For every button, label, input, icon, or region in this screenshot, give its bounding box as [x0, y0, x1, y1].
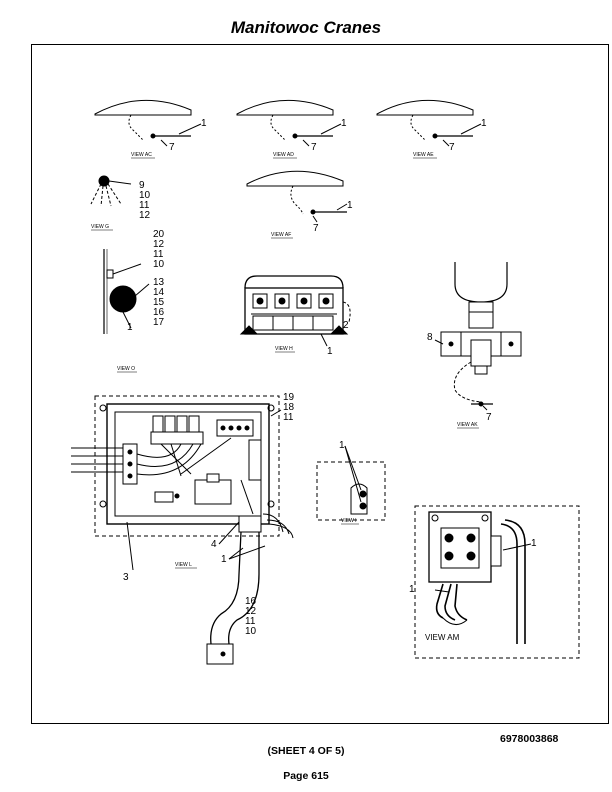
view-ae-label: VIEW AE	[413, 152, 434, 158]
callout-1: 1	[481, 118, 487, 129]
view-ak: 8 7 VIEW AK	[427, 262, 522, 429]
view-i-label: VIEW I	[341, 518, 357, 524]
view-o-label: VIEW O	[117, 366, 135, 372]
callout-1: 1	[327, 346, 333, 357]
view-h: 2 1 VIEW H	[239, 275, 351, 357]
callout-13: 13	[153, 277, 165, 288]
view-o: 20 12 11 10 13 14 15 16 17 1 VIEW O	[103, 229, 165, 373]
lamp-view-ad: 1 7 VIEW AD	[236, 99, 347, 159]
callout-11: 11	[139, 200, 150, 211]
callout-1: 1	[127, 322, 133, 333]
callout-11: 11	[245, 616, 256, 627]
sheet-indicator: (SHEET 4 OF 5)	[267, 745, 345, 757]
callout-11: 11	[283, 412, 294, 423]
callout-1: 1	[531, 538, 537, 549]
view-am-label: VIEW AM	[425, 633, 460, 642]
callout-9: 9	[139, 180, 145, 191]
callout-14: 14	[153, 287, 165, 298]
callout-10: 10	[245, 626, 257, 637]
wiring-diagram: 1 7 VIEW AC 1 7 VIEW AD 1 7 VIEW AE	[71, 99, 580, 665]
page-number: Page 615	[283, 770, 329, 782]
callout-15: 15	[153, 297, 165, 308]
view-am: 1 1 VIEW AM	[409, 505, 580, 659]
callout-16: 16	[245, 596, 257, 607]
callout-1: 1	[339, 440, 345, 451]
view-l-label: VIEW L	[175, 562, 192, 568]
callout-1: 1	[347, 200, 353, 211]
view-ak-label: VIEW AK	[457, 422, 478, 428]
callout-7: 7	[311, 142, 317, 153]
view-l: 19 18 11 4 1 3 VIEW L 16 12 11 10	[71, 392, 295, 665]
page-header-title: Manitowoc Cranes	[230, 18, 382, 37]
callout-2: 2	[343, 320, 349, 331]
lamp-view-ac: 1 7 VIEW AC	[94, 99, 207, 159]
callout-7: 7	[169, 142, 175, 153]
callout-3: 3	[123, 572, 129, 583]
callout-1: 1	[409, 584, 415, 595]
callout-16: 16	[153, 307, 165, 318]
callout-7: 7	[486, 412, 492, 423]
view-i: 1 VIEW I	[316, 440, 386, 525]
callout-1: 1	[201, 118, 207, 129]
callout-1: 1	[221, 554, 227, 565]
drawing-frame	[31, 44, 609, 724]
part-number: 6978003868	[500, 733, 559, 745]
callout-7: 7	[313, 223, 319, 234]
view-g: 9 10 11 12 VIEW G	[90, 175, 151, 231]
view-af-label: VIEW AF	[271, 232, 291, 238]
callout-10: 10	[153, 259, 165, 270]
view-ac-label: VIEW AC	[131, 152, 152, 158]
view-h-label: VIEW H	[275, 346, 293, 352]
callout-19: 19	[283, 392, 295, 403]
lamp-view-ae: 1 7 VIEW AE	[376, 99, 487, 159]
callout-18: 18	[283, 402, 295, 413]
lamp-view-af: 1 7 VIEW AF	[246, 170, 353, 239]
callout-7: 7	[449, 142, 455, 153]
callout-1: 1	[341, 118, 347, 129]
callout-17: 17	[153, 317, 165, 328]
callout-12: 12	[153, 239, 165, 250]
callout-20: 20	[153, 229, 165, 240]
view-g-label: VIEW G	[91, 224, 109, 230]
view-ad-label: VIEW AD	[273, 152, 294, 158]
callout-4: 4	[211, 539, 217, 550]
callout-12: 12	[245, 606, 257, 617]
callout-10: 10	[139, 190, 151, 201]
callout-8: 8	[427, 332, 433, 343]
callout-11: 11	[153, 249, 164, 260]
callout-12: 12	[139, 210, 151, 221]
